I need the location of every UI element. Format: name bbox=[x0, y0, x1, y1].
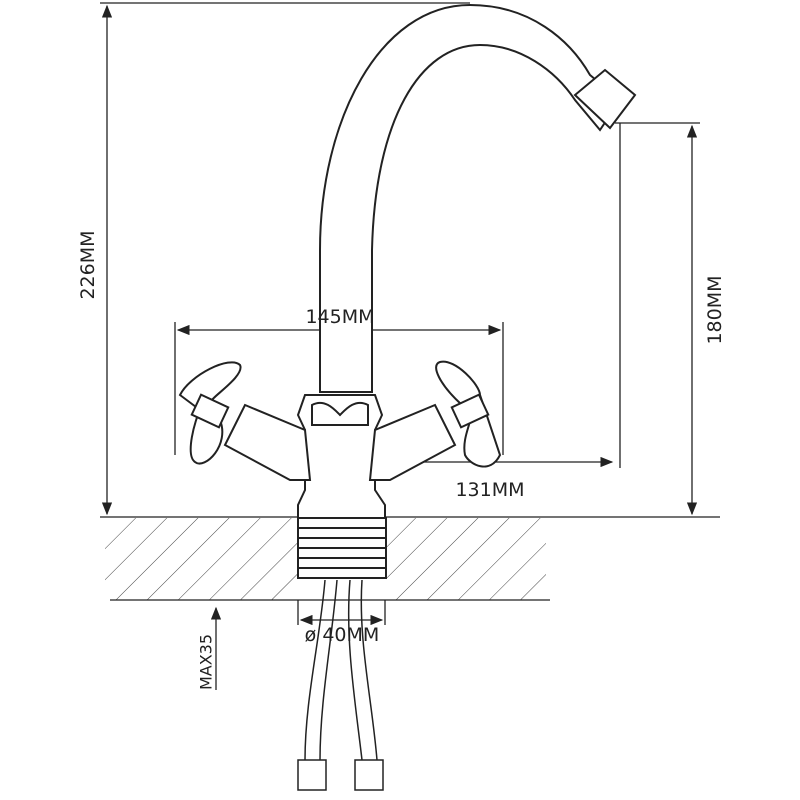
dim-mount-diameter bbox=[297, 600, 386, 626]
max-thickness-label: MAX35 bbox=[196, 633, 216, 691]
handle-span-label: 145MM bbox=[305, 306, 375, 328]
mount-diameter-label: ø 40MM bbox=[304, 624, 380, 646]
right-handle bbox=[368, 360, 502, 481]
spout-reach-label: 131MM bbox=[455, 479, 525, 501]
countertop bbox=[100, 516, 720, 601]
spout bbox=[319, 3, 637, 393]
dim-spout-height bbox=[615, 122, 700, 516]
total-height-label: 226MM bbox=[77, 230, 99, 300]
spout-height-label: 180MM bbox=[704, 275, 726, 345]
faucet-body bbox=[296, 394, 387, 579]
dim-total-height bbox=[100, 2, 470, 516]
supply-hoses bbox=[297, 579, 384, 791]
left-handle bbox=[178, 361, 312, 481]
